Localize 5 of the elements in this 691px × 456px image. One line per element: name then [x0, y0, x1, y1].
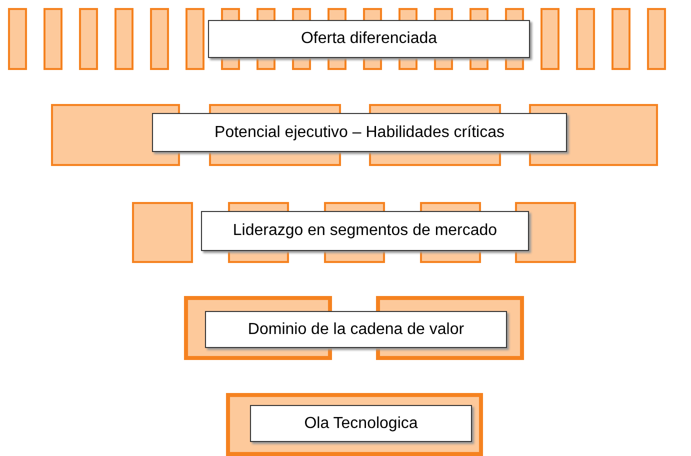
label-box: Dominio de la cadena de valor [205, 311, 507, 348]
label-box: Liderazgo en segmentos de mercado [201, 211, 529, 251]
label-box: Oferta diferenciada [208, 20, 530, 58]
label-box: Potencial ejecutivo – Habilidades críticas [152, 113, 567, 152]
label-box: Ola Tecnologica [250, 405, 472, 442]
